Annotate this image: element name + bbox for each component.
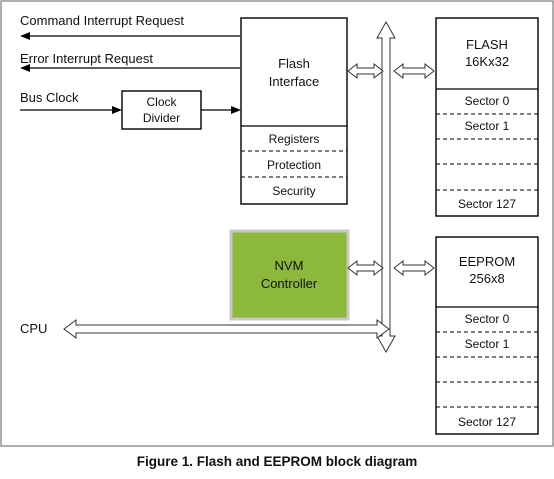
error-interrupt-label: Error Interrupt Request	[20, 51, 153, 66]
diagram-border	[0, 0, 554, 447]
command-interrupt-signal: Command Interrupt Request	[20, 13, 240, 40]
eeprom-sector-1: Sector 1	[465, 337, 510, 351]
internal-bus-arrow	[376, 20, 396, 354]
nvm-controller-line1: NVM	[275, 258, 304, 273]
error-interrupt-signal: Error Interrupt Request	[20, 51, 240, 72]
clock-divider-line1: Clock	[146, 95, 177, 109]
figure-caption: Figure 1. Flash and EEPROM block diagram	[137, 454, 418, 469]
bus-flash-arrow	[393, 62, 435, 80]
registers-label: Registers	[269, 132, 320, 146]
bus-clock-label: Bus Clock	[20, 90, 79, 105]
command-interrupt-label: Command Interrupt Request	[20, 13, 184, 28]
eeprom-title: EEPROM	[459, 254, 515, 269]
cpu-label: CPU	[20, 321, 47, 336]
flash-interface-block: Flash Interface Registers Protection Sec…	[240, 17, 348, 205]
bus-eeprom-arrow	[393, 259, 435, 277]
flash-size: 16Kx32	[465, 54, 509, 69]
eeprom-sector-0: Sector 0	[465, 312, 510, 326]
eeprom-memory-block: EEPROM 256x8 Sector 0 Sector 1 Sector 12…	[435, 236, 539, 435]
nvm-bus-arrow	[347, 259, 384, 277]
flash-interface-line1: Flash	[278, 56, 310, 71]
cpu-bus-arrow	[63, 319, 390, 339]
flash-title: FLASH	[466, 37, 508, 52]
bus-clock-signal: Bus Clock	[20, 90, 241, 114]
flash-sector-0: Sector 0	[465, 94, 510, 108]
clock-divider-line2: Divider	[143, 111, 180, 125]
flash-memory-block: FLASH 16Kx32 Sector 0 Sector 1 Sector 12…	[435, 17, 539, 217]
flash-sector-127: Sector 127	[458, 197, 516, 211]
eeprom-sector-127: Sector 127	[458, 415, 516, 429]
security-label: Security	[272, 184, 315, 198]
protection-label: Protection	[267, 158, 321, 172]
flash-sector-1: Sector 1	[465, 119, 510, 133]
clock-divider-block: Clock Divider	[121, 90, 202, 130]
eeprom-size: 256x8	[469, 271, 504, 286]
nvm-controller-block: NVM Controller	[229, 229, 350, 321]
flash-interface-line2: Interface	[269, 74, 320, 89]
flash-interface-bus-arrow	[347, 62, 384, 80]
nvm-controller-line2: Controller	[261, 276, 318, 291]
